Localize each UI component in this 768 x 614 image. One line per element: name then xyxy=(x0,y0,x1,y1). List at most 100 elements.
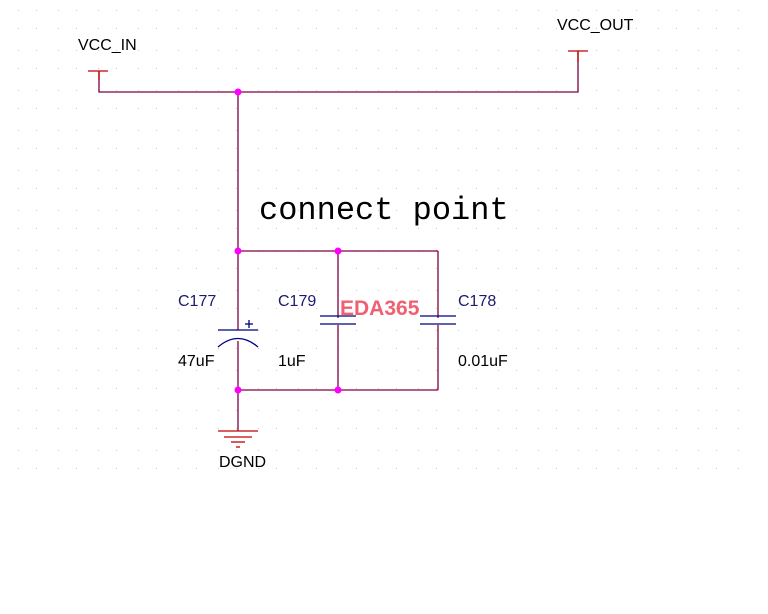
grid-dot xyxy=(178,228,179,229)
grid-dot xyxy=(338,68,339,69)
connect-point-annotation[interactable]: connect point xyxy=(259,192,509,229)
grid-dot xyxy=(378,170,379,171)
grid-dot xyxy=(498,468,499,469)
ground-symbol[interactable] xyxy=(218,430,258,448)
grid-dot xyxy=(316,428,317,429)
grid-dot xyxy=(578,250,579,251)
grid-dot xyxy=(618,388,619,389)
junction-dot[interactable] xyxy=(234,247,242,255)
grid-dot xyxy=(516,250,517,251)
grid-dot xyxy=(516,388,517,389)
grid-dot xyxy=(516,188,517,189)
grid-dot xyxy=(618,68,619,69)
grid-dot xyxy=(658,410,659,411)
grid-dot xyxy=(258,268,259,269)
grid-dot xyxy=(236,10,237,11)
grid-dot xyxy=(596,228,597,229)
grid-dot xyxy=(156,10,157,11)
grid-dot xyxy=(18,308,19,309)
grid-dot xyxy=(578,130,579,131)
junction-dot[interactable] xyxy=(334,386,342,394)
grid-dot xyxy=(716,188,717,189)
grid-dot xyxy=(618,130,619,131)
grid-dot xyxy=(356,50,357,51)
grid-dot xyxy=(738,10,739,11)
vcc-in-port-symbol[interactable] xyxy=(88,70,108,80)
grid-dot xyxy=(338,10,339,11)
c179-ref[interactable]: C179 xyxy=(278,293,317,310)
grid-dot xyxy=(196,348,197,349)
grid-dot xyxy=(476,148,477,149)
vcc-in-label[interactable]: VCC_IN xyxy=(78,37,137,54)
grid-dot xyxy=(436,370,437,371)
grid-dot xyxy=(18,28,19,29)
grid-dot xyxy=(738,68,739,69)
grid-dot xyxy=(498,290,499,291)
grid-dot xyxy=(476,370,477,371)
grid-dot xyxy=(76,268,77,269)
grid-dot xyxy=(258,330,259,331)
grid-dot xyxy=(116,108,117,109)
grid-dot xyxy=(316,290,317,291)
c178-value[interactable]: 0.01uF xyxy=(458,353,508,370)
junction-dot[interactable] xyxy=(234,386,242,394)
vcc-out-port-symbol[interactable] xyxy=(568,50,588,62)
c177-value[interactable]: 47uF xyxy=(178,353,215,370)
grid-dot xyxy=(98,130,99,131)
wire-vcc-in[interactable] xyxy=(98,72,238,93)
grid-dot xyxy=(498,428,499,429)
grid-dot xyxy=(338,428,339,429)
grid-dot xyxy=(178,210,179,211)
c179-value[interactable]: 1uF xyxy=(278,353,306,370)
grid-dot xyxy=(618,210,619,211)
grid-dot xyxy=(676,370,677,371)
grid-dot xyxy=(716,468,717,469)
c179-capacitor-symbol[interactable] xyxy=(320,315,356,325)
ground-label[interactable]: DGND xyxy=(219,454,267,471)
grid-dot xyxy=(418,450,419,451)
grid-dot xyxy=(396,468,397,469)
grid-dot xyxy=(556,108,557,109)
grid-dot xyxy=(658,188,659,189)
vcc-out-label[interactable]: VCC_OUT xyxy=(557,17,634,34)
grid-dot xyxy=(116,330,117,331)
grid-dot xyxy=(356,410,357,411)
grid-dot xyxy=(156,370,157,371)
grid-dot xyxy=(516,308,517,309)
grid-dot xyxy=(418,268,419,269)
grid-dot xyxy=(716,250,717,251)
grid-dot xyxy=(338,228,339,229)
junction-dot[interactable] xyxy=(334,247,342,255)
grid-dot xyxy=(738,108,739,109)
grid-dot xyxy=(396,28,397,29)
grid-dot xyxy=(276,108,277,109)
c178-ref[interactable]: C178 xyxy=(458,293,497,310)
grid-dot xyxy=(276,428,277,429)
junction-dot[interactable] xyxy=(234,88,242,96)
grid-dot xyxy=(58,308,59,309)
grid-dot xyxy=(396,108,397,109)
grid-dot xyxy=(338,450,339,451)
grid-dot xyxy=(476,330,477,331)
grid-dot xyxy=(618,468,619,469)
grid-dot xyxy=(538,348,539,349)
c177-capacitor-symbol[interactable] xyxy=(217,320,259,348)
grid-dot xyxy=(396,370,397,371)
grid-dot xyxy=(76,250,77,251)
grid-dot xyxy=(738,188,739,189)
grid-dot xyxy=(458,468,459,469)
grid-dot xyxy=(556,428,557,429)
wire-vcc-out[interactable] xyxy=(238,52,579,93)
grid-dot xyxy=(18,68,19,69)
grid-dot xyxy=(276,268,277,269)
grid-dot xyxy=(18,428,19,429)
grid-dot xyxy=(58,348,59,349)
c178-capacitor-symbol[interactable] xyxy=(420,315,456,325)
grid-dot xyxy=(178,90,179,91)
c177-ref[interactable]: C177 xyxy=(178,293,217,310)
grid-dot xyxy=(196,170,197,171)
grid-dot xyxy=(436,450,437,451)
grid-dot xyxy=(98,308,99,309)
grid-dot xyxy=(658,348,659,349)
grid-dot xyxy=(636,410,637,411)
